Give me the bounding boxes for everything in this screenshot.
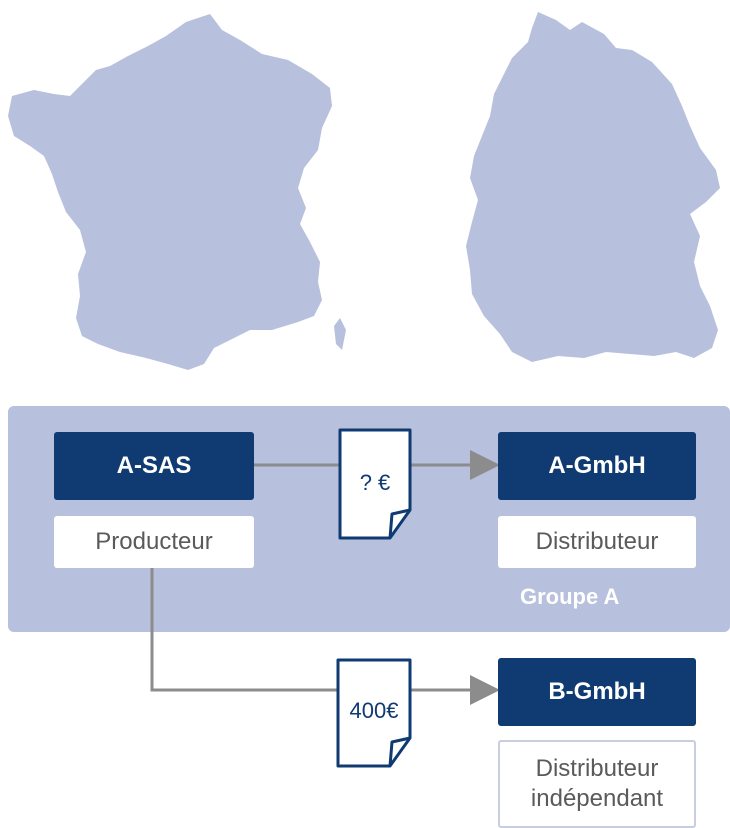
document-icon xyxy=(336,658,412,768)
b-gmbh-role: Distributeur indépendant xyxy=(498,740,696,828)
document-fold xyxy=(388,736,411,767)
b-gmbh-role-line2: indépendant xyxy=(530,785,664,812)
external-price-label: 400€ xyxy=(349,698,399,723)
a-sas-name: A-SAS xyxy=(116,452,192,479)
document-fold xyxy=(388,508,411,539)
group-label: Groupe A xyxy=(520,584,620,609)
intra-group-price-label: ? € xyxy=(359,470,391,495)
b-gmbh-role-line1: Distributeur xyxy=(535,755,659,782)
b-gmbh-name: B-GmbH xyxy=(548,678,646,705)
france-map xyxy=(8,14,332,370)
a-sas-role-label: Producteur xyxy=(95,528,213,555)
a-gmbh-name: A-GmbH xyxy=(548,452,646,479)
external-flow-line xyxy=(150,568,500,705)
country-maps xyxy=(8,12,720,370)
a-gmbh-role-label: Distributeur xyxy=(535,528,659,555)
a-gmbh-role: Distributeur xyxy=(498,516,696,568)
a-sas-role: Producteur xyxy=(54,516,254,568)
a-sas-entity: A-SAS xyxy=(54,432,254,500)
germany-map xyxy=(466,12,720,362)
a-gmbh-entity: A-GmbH xyxy=(498,432,696,500)
document-icon xyxy=(338,428,412,540)
b-gmbh-entity: B-GmbH xyxy=(498,658,696,726)
corsica-shape xyxy=(334,318,346,350)
